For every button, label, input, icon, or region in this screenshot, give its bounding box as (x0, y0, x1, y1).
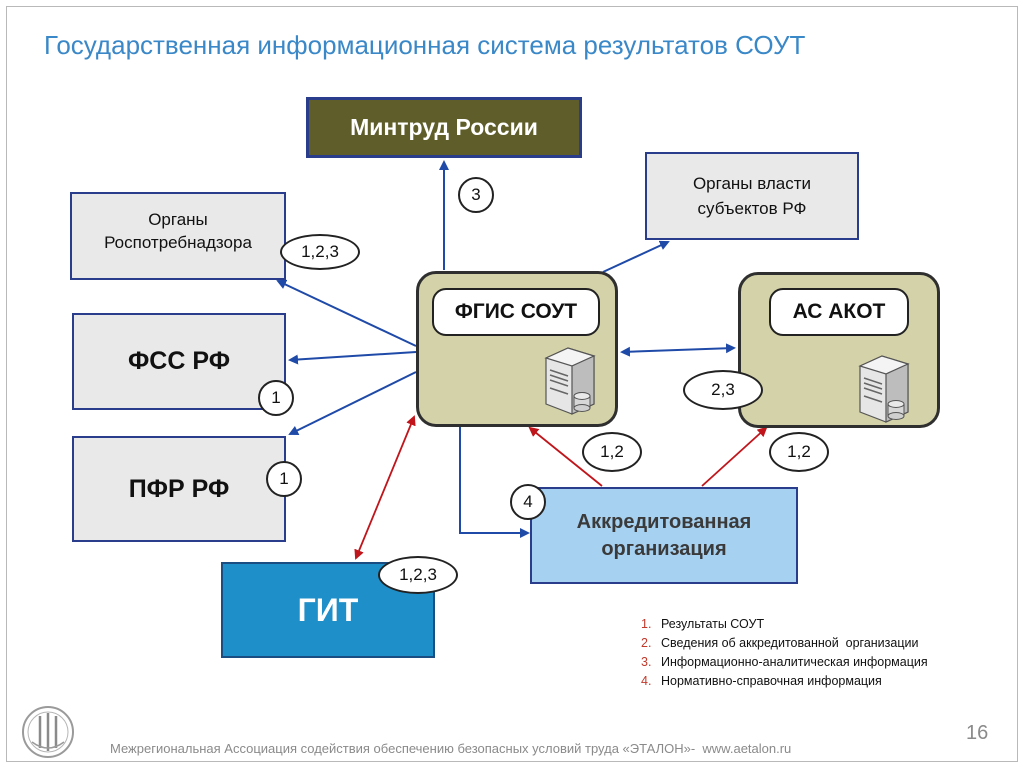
arrow-to-pfr (288, 371, 417, 435)
footer-text: Межрегиональная Ассоциация содействия об… (110, 741, 792, 756)
server-icon (544, 347, 596, 415)
legend-text: Сведения об аккредитованной организации (661, 635, 919, 650)
legend-text: Нормативно-справочная информация (661, 673, 882, 688)
arrow-to-organs (602, 240, 670, 273)
arrow-accr-fgis (528, 426, 603, 487)
arrow-git-fgis (354, 415, 416, 560)
fss-label: ФСС РФ (127, 347, 231, 375)
badge-fss: 1 (258, 380, 294, 416)
legend-number: 4. (641, 673, 652, 688)
legend-text: Информационно-аналитическая информация (661, 654, 928, 669)
arrow-accr-akot (701, 426, 768, 487)
page-title: Государственная информационная система р… (44, 30, 806, 60)
legend-number: 2. (641, 635, 652, 650)
legend-text: Результаты СОУТ (661, 616, 765, 631)
arrow-fgis-akot (620, 343, 736, 357)
mintrud-box: Минтруд России (306, 97, 582, 158)
as-akot-label: АС АКОТ (769, 288, 909, 336)
arrow-to-fss (288, 351, 417, 365)
arrow-to-rospotreb (276, 279, 417, 347)
rospotreb-label-line2: Роспотребнадзора (104, 233, 252, 252)
mintrud-label: Минтруд России (350, 114, 538, 140)
association-logo-icon (22, 706, 74, 758)
accr-label-line1: Аккредитованная (576, 510, 752, 533)
legend-number: 3. (641, 654, 652, 669)
badge-mintrud: 3 (458, 177, 494, 213)
legend-item: 3. Информационно-аналитическая информаци… (641, 652, 928, 671)
accr-label-line2: организация (601, 537, 727, 560)
accredited-org-box: Аккредитованная организация (530, 487, 798, 584)
badge-git: 1,2,3 (378, 556, 458, 594)
git-label: ГИТ (297, 591, 359, 628)
rospotrebnadzor-box: Органы Роспотребнадзора (70, 192, 286, 280)
fgis-sout-label: ФГИС СОУТ (432, 288, 600, 336)
fss-box: ФСС РФ (72, 313, 286, 410)
page-number: 16 (966, 722, 989, 744)
legend-item: 4. Нормативно-справочная информация (641, 671, 928, 690)
server-icon (858, 355, 910, 423)
legend: 1. Результаты СОУТ 2. Сведения об аккред… (641, 614, 928, 690)
organs-label-line2: субъектов РФ (697, 199, 807, 218)
pfr-box: ПФР РФ (72, 436, 286, 542)
badge-accr-akot: 1,2 (769, 432, 829, 472)
badge-fgis-akot: 2,3 (683, 370, 763, 410)
legend-number: 1. (641, 616, 652, 631)
badge-pfr: 1 (266, 461, 302, 497)
legend-item: 1. Результаты СОУТ (641, 614, 928, 633)
badge-rospotreb: 1,2,3 (280, 234, 360, 270)
badge-accr-fgis: 1,2 (582, 432, 642, 472)
organs-label-line1: Органы власти (692, 174, 812, 193)
regional-authorities-box: Органы власти субъектов РФ (645, 152, 859, 240)
arrow-to-accr (459, 427, 530, 538)
legend-item: 2. Сведения об аккредитованной организац… (641, 633, 928, 652)
badge-accr: 4 (510, 484, 546, 520)
rospotreb-label-line1: Органы (148, 210, 208, 229)
pfr-label: ПФР РФ (128, 474, 230, 503)
